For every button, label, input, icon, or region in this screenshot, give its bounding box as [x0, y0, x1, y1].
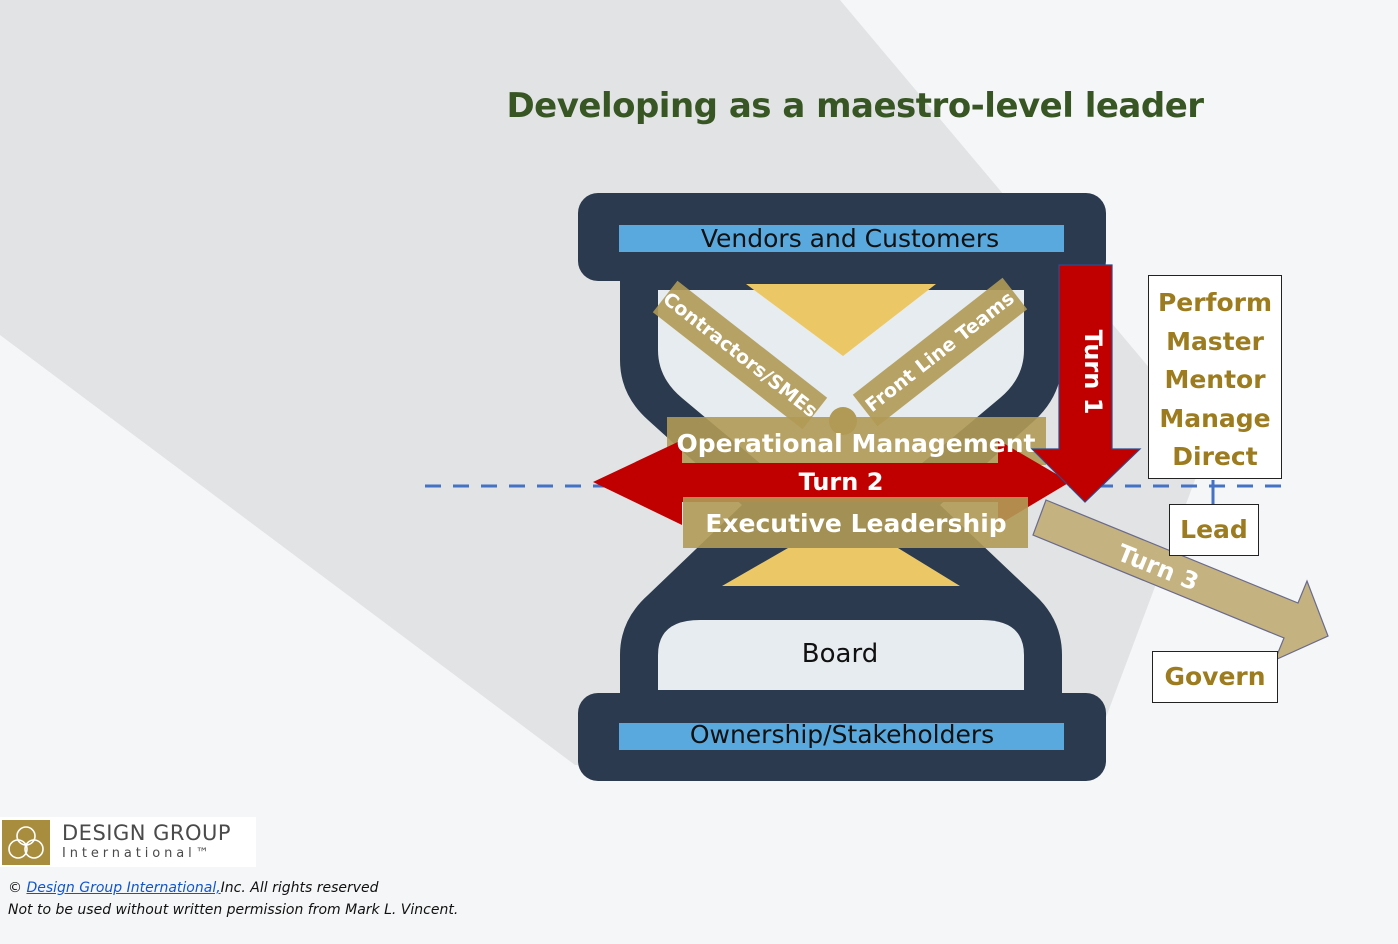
design-group-link[interactable]: Design Group International, [26, 880, 221, 896]
executive-leadership-label: Executive Leadership [705, 509, 1006, 538]
leadership-roles-box: Perform Master Mentor Manage Direct [1148, 275, 1282, 479]
role-mentor: Mentor [1164, 365, 1266, 394]
turn-2-label: Turn 2 [799, 468, 884, 496]
lower-sand [722, 548, 960, 586]
turn-3-arrow [1032, 499, 1329, 662]
turn-2-arrow [593, 440, 1070, 525]
executive-leadership-bar [683, 497, 1028, 548]
role-perform: Perform [1157, 288, 1273, 317]
role-master: Master [1166, 326, 1264, 356]
copyright-symbol: © [8, 880, 22, 896]
board-label: Board [802, 639, 878, 669]
bottom-band [619, 723, 1064, 750]
role-lead-box: Lead [1169, 504, 1259, 556]
trinity-knot-icon [2, 820, 50, 865]
bottom-band-label: Ownership/Stakeholders [690, 720, 994, 749]
copyright-notice: © Design Group International,Inc. All ri… [8, 877, 458, 921]
logo-subtitle: International™ [62, 846, 213, 861]
top-band [619, 225, 1064, 252]
permission-notice: Not to be used without written permissio… [8, 902, 459, 918]
role-direct: Direct [1172, 442, 1258, 471]
copyright-suffix: Inc. All rights reserved [220, 880, 379, 896]
top-band-label: Vendors and Customers [701, 224, 999, 253]
upper-sand [746, 284, 936, 356]
role-manage: Manage [1159, 403, 1271, 433]
operational-management-bar [667, 417, 1046, 465]
operational-management-label: Operational Management [677, 429, 1036, 458]
turn-1-arrow [1030, 264, 1142, 503]
page-title: Developing as a maestro-level leader [506, 86, 1204, 126]
logo-name: DESIGN GROUP [62, 821, 232, 845]
turn-1-label: Turn 1 [1079, 330, 1107, 415]
role-govern-box: Govern [1152, 651, 1278, 703]
company-logo: DESIGN GROUP International™ [0, 817, 256, 867]
